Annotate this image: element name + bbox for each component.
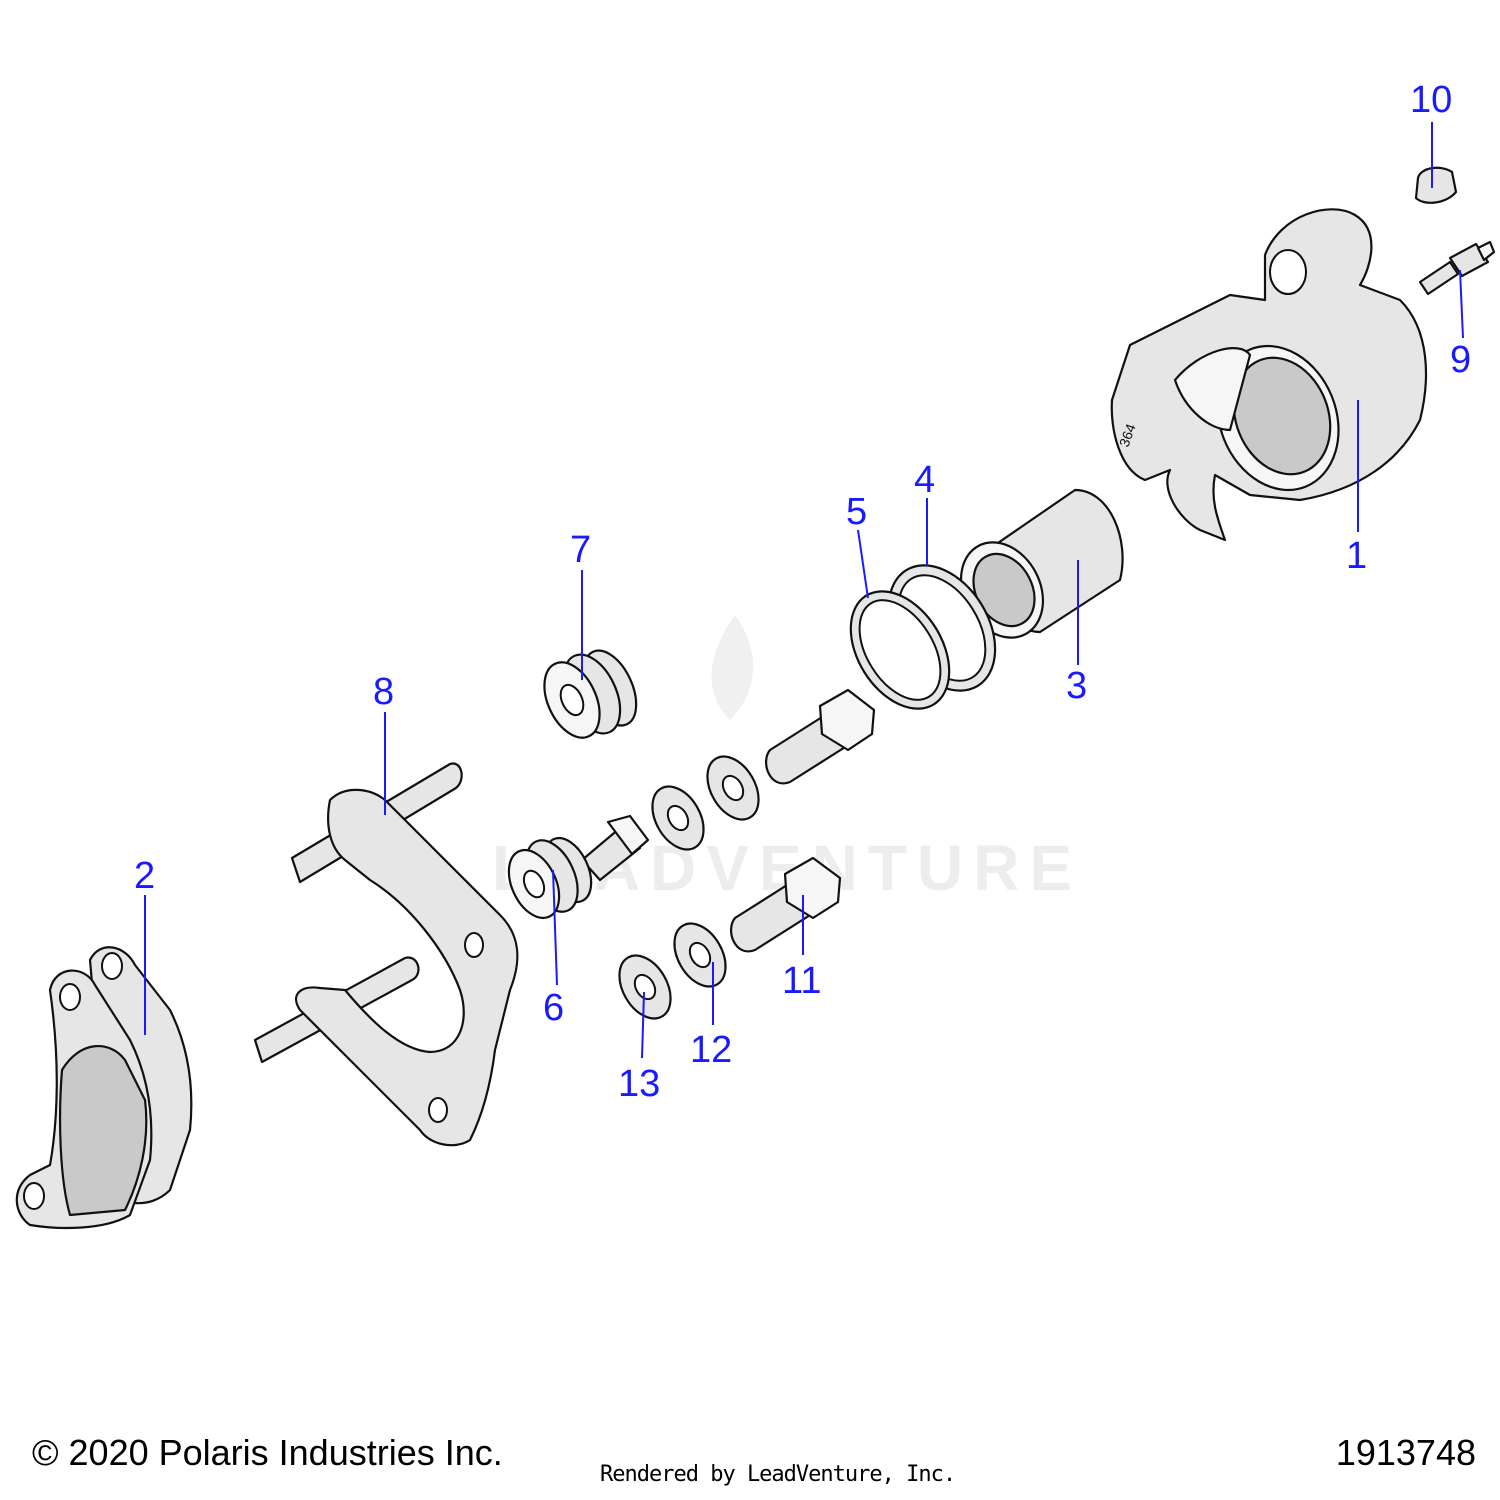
copyright-text: © 2020 Polaris Industries Inc. bbox=[32, 1432, 503, 1473]
callout-4[interactable]: 4 bbox=[914, 459, 935, 501]
bolt-upper[interactable] bbox=[765, 688, 876, 785]
part-2-brake-pads[interactable] bbox=[15, 946, 193, 1230]
part-6-pin-boot[interactable] bbox=[499, 814, 650, 926]
part-5-seal-ring[interactable] bbox=[830, 573, 969, 726]
part-12-washer[interactable] bbox=[664, 915, 736, 996]
part-9-bleeder-screw[interactable] bbox=[1418, 240, 1496, 296]
washer-upper-1[interactable] bbox=[642, 778, 714, 859]
svg-text:364: 364 bbox=[1116, 421, 1139, 449]
callout-6[interactable]: 6 bbox=[543, 987, 564, 1029]
part-8-bracket[interactable] bbox=[253, 762, 519, 1147]
washer-upper-2[interactable] bbox=[697, 748, 769, 829]
callout-7[interactable]: 7 bbox=[570, 529, 591, 571]
callout-5[interactable]: 5 bbox=[846, 491, 867, 533]
callout-13[interactable]: 13 bbox=[618, 1063, 660, 1105]
callouts: 1 2 3 4 5 6 7 8 9 10 11 12 13 bbox=[134, 79, 1471, 1105]
callout-8[interactable]: 8 bbox=[373, 671, 394, 713]
callout-11[interactable]: 11 bbox=[782, 960, 821, 1002]
part-1-caliper-body[interactable]: 364 bbox=[1110, 208, 1428, 542]
callout-12[interactable]: 12 bbox=[690, 1029, 732, 1071]
callout-1[interactable]: 1 bbox=[1346, 535, 1367, 577]
diagram-id: 1913748 bbox=[1335, 1432, 1476, 1473]
part-7-boot[interactable] bbox=[533, 642, 646, 746]
part-11-bolt[interactable] bbox=[730, 856, 842, 953]
callout-9[interactable]: 9 bbox=[1450, 339, 1471, 381]
part-10-cap[interactable] bbox=[1414, 166, 1458, 204]
part-13-washer[interactable] bbox=[609, 947, 681, 1028]
callout-2[interactable]: 2 bbox=[134, 855, 155, 897]
callout-3[interactable]: 3 bbox=[1066, 665, 1087, 707]
leader-lines bbox=[144, 122, 1464, 1059]
callout-10[interactable]: 10 bbox=[1410, 79, 1452, 121]
rendered-by-text: Rendered by LeadVenture, Inc. bbox=[600, 1462, 956, 1487]
